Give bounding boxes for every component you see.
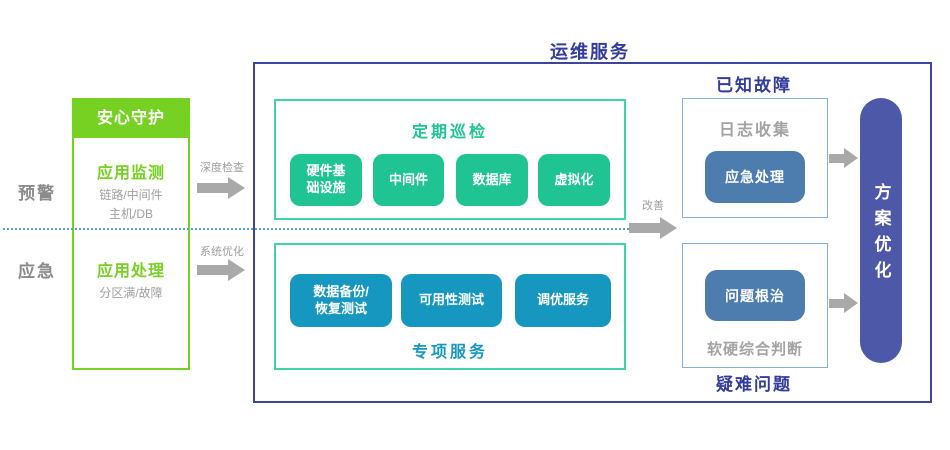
solution-optimization-pill: 方案优化 [860, 98, 902, 363]
app-monitor-title: 应用监测 [96, 165, 165, 182]
app-handle-title: 应用处理 [96, 263, 165, 280]
node-database: 数据库 [456, 154, 528, 206]
judgment-title: 软硬综合判断 [706, 341, 803, 358]
node-virtualization: 虚拟化 [538, 154, 610, 206]
app-handle-subtext: 分区满/故障 [99, 286, 163, 300]
node-tuning-service: 调优服务 [515, 274, 611, 327]
inspection-panel: 定期巡检 硬件基 础设施 中间件 数据库 虚拟化 [274, 99, 626, 220]
phase-label-emergency: 应急 [18, 262, 56, 281]
hard-problem-label: 疑难问题 [716, 375, 792, 394]
judgment-panel: 问题根治 软硬综合判断 [682, 243, 828, 368]
special-service-panel: 数据备份/ 恢复测试 可用性测试 调优服务 专项服务 [274, 243, 626, 370]
log-to-solution-arrow-icon [829, 148, 858, 168]
phase-divider-line [3, 228, 629, 230]
special-service-title: 专项服务 [411, 344, 488, 361]
problem-eradication-node: 问题根治 [705, 270, 805, 321]
phase-label-warning: 预警 [18, 184, 56, 203]
ops-service-title: 运维服务 [550, 42, 630, 62]
deep-check-arrow-label: 深度检查 [200, 162, 244, 174]
node-hardware-infrastructure: 硬件基 础设施 [290, 154, 362, 206]
solution-optimization-label: 方案优化 [871, 183, 891, 287]
judgment-to-solution-arrow-icon [829, 293, 858, 313]
node-backup-recovery-test: 数据备份/ 恢复测试 [290, 274, 392, 327]
system-optimize-arrow-icon [197, 259, 245, 281]
guard-panel-title: 安心守护 [74, 100, 188, 138]
log-collection-title: 日志收集 [718, 122, 791, 139]
inspection-title: 定期巡检 [411, 124, 488, 141]
node-middleware: 中间件 [373, 154, 444, 206]
known-fault-label: 已知故障 [716, 76, 792, 95]
node-availability-test: 可用性测试 [401, 274, 502, 327]
improve-arrow-label: 改善 [642, 200, 664, 212]
ops-service-panel [253, 62, 932, 403]
log-collection-panel: 日志收集 应急处理 [682, 98, 828, 218]
guard-panel: 安心守护 应用监测 链路/中间件 主机/DB 应用处理 分区满/故障 [72, 98, 190, 370]
emergency-handling-node: 应急处理 [705, 151, 805, 203]
deep-check-arrow-icon [197, 177, 245, 199]
system-optimize-arrow-label: 系统优化 [200, 246, 244, 258]
improve-arrow-icon [629, 217, 677, 239]
app-monitor-subtext: 链路/中间件 主机/DB [99, 188, 163, 221]
